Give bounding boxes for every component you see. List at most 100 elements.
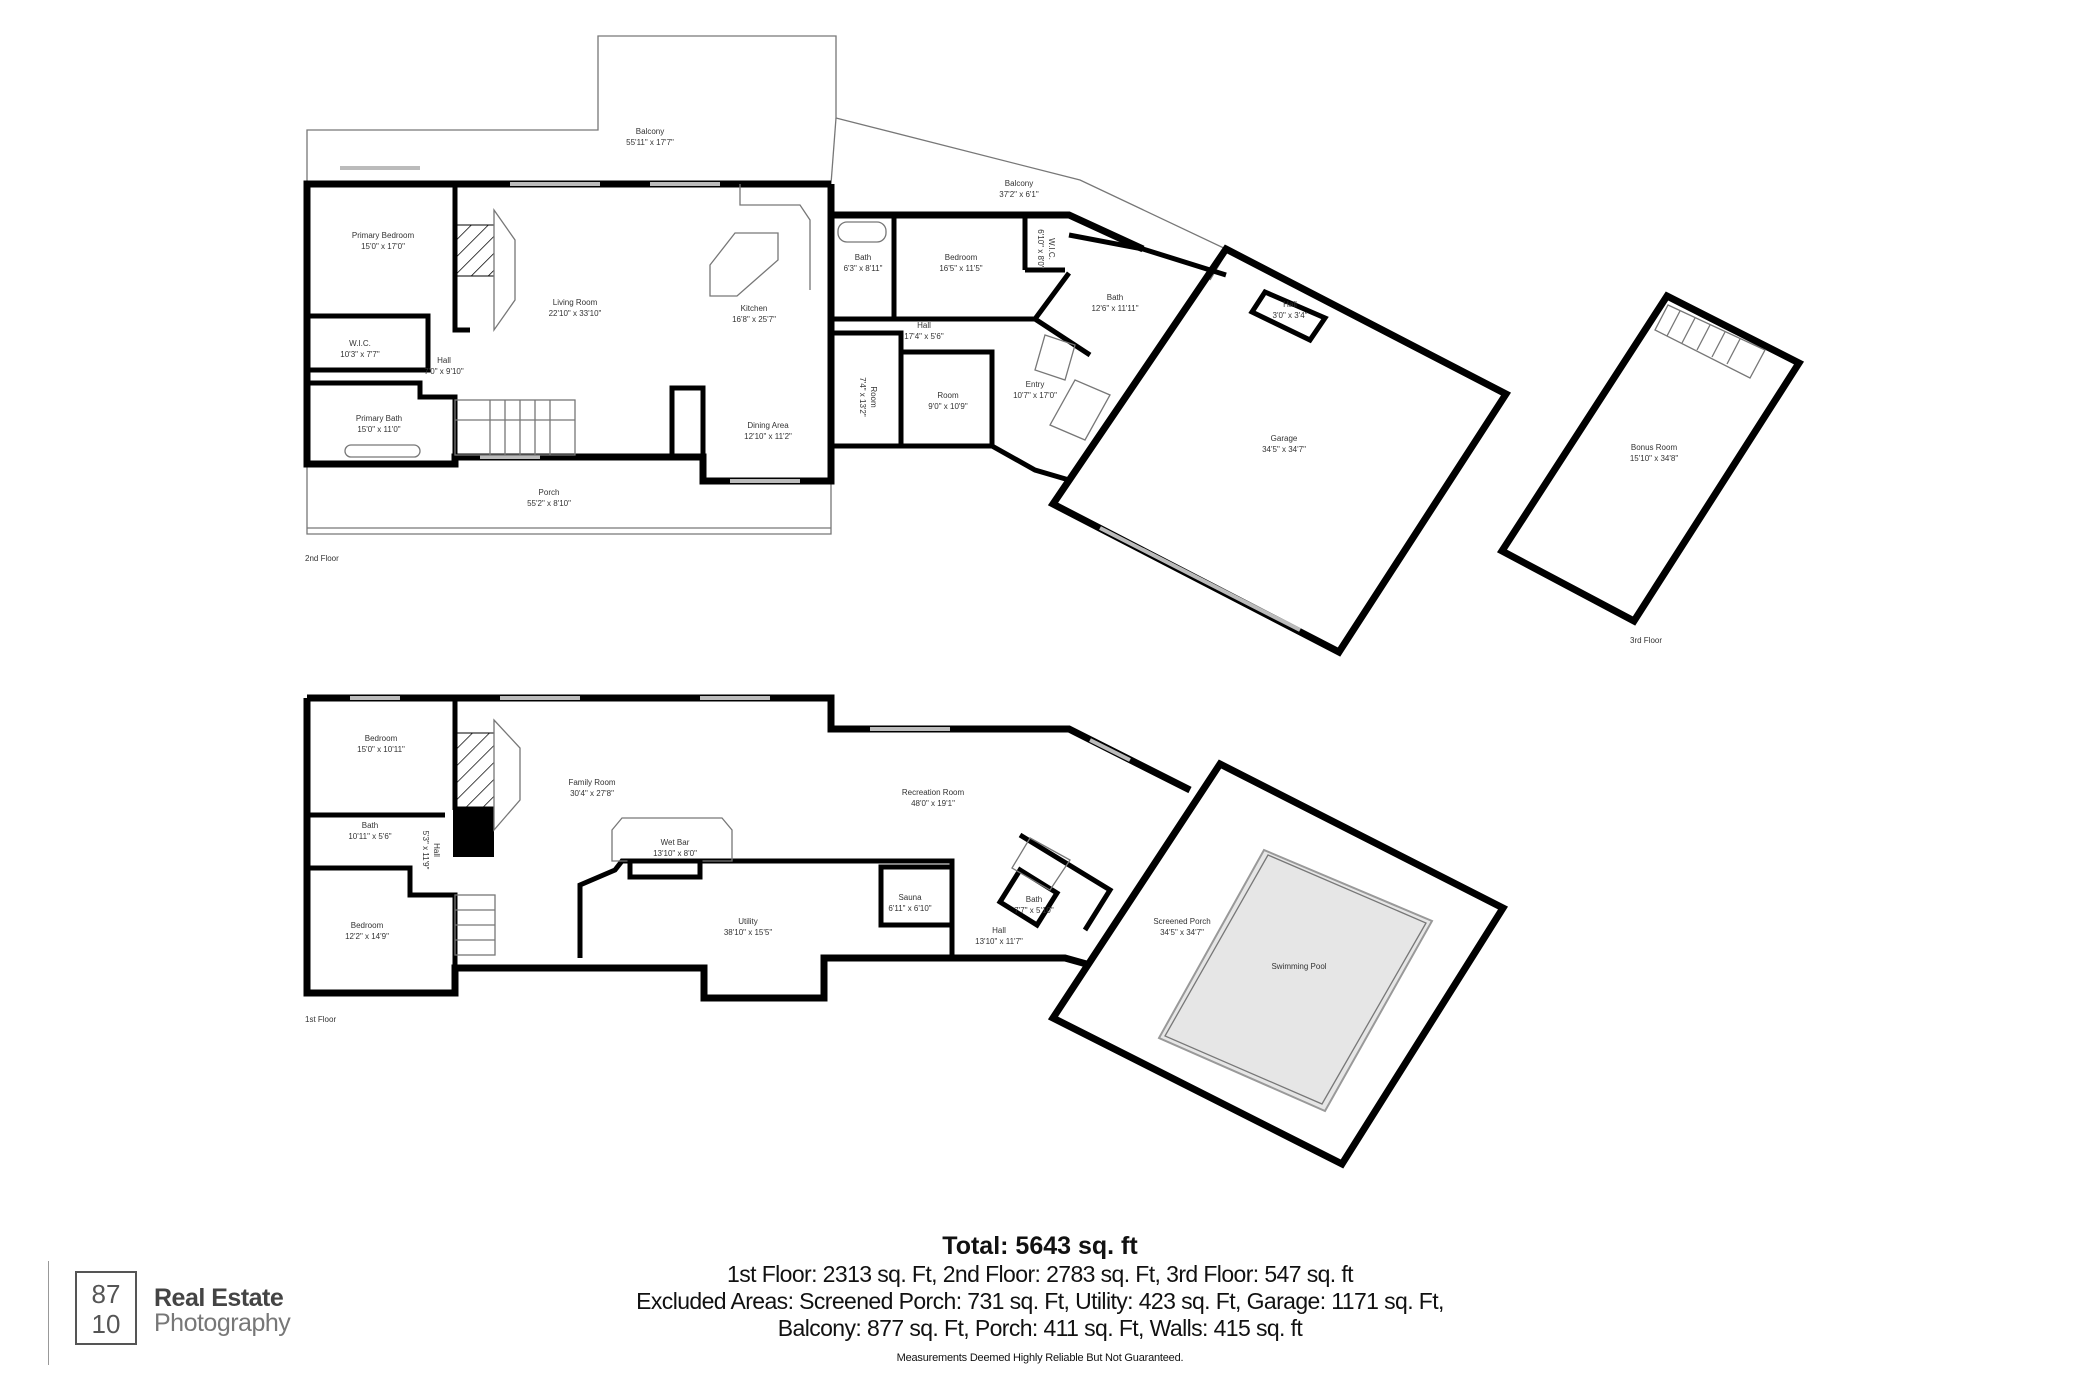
room-name: W.I.C. [349, 339, 371, 348]
floor-label-3rd: 3rd Floor [1630, 636, 1662, 645]
room-dimensions: 13'10" x 11'7" [975, 937, 1023, 946]
screened-porch-walls [1047, 759, 1509, 1169]
swimming-pool [1157, 848, 1434, 1113]
floor-label-2nd: 2nd Floor [305, 554, 339, 563]
room-name: Balcony [1005, 179, 1033, 188]
kitchen-island [709, 232, 779, 297]
room-name: Bath [1026, 895, 1042, 904]
room-dimensions: 17'4" x 5'6" [904, 332, 944, 341]
room-label: Swimming Pool [1271, 962, 1326, 971]
room-dimensions: 3'0" x 3'4" [1273, 311, 1308, 320]
room-dimensions: 10'11" x 5'6" [348, 832, 391, 841]
first-floor-plan [303, 694, 1509, 1169]
porch-outline [306, 464, 832, 535]
floor-areas: 1st Floor: 2313 sq. Ft, 2nd Floor: 2783 … [727, 1261, 1354, 1287]
balcony-outline [306, 35, 1229, 281]
second-floor-plan [303, 35, 1805, 657]
room-dimensions: 6'10" x 8'0" [1036, 229, 1045, 269]
wet-bar-counter [611, 817, 733, 862]
room-name: Family Room [568, 778, 615, 787]
room-dimensions: 7'7" x 5'10" [1014, 906, 1054, 915]
room-name: Bedroom [945, 253, 978, 262]
total-area: Total: 5643 sq. ft [942, 1232, 1138, 1260]
room-name: Sauna [898, 893, 922, 902]
room-name: Living Room [553, 298, 598, 307]
room-name: Porch [539, 488, 560, 497]
disclaimer: Measurements Deemed Highly Reliable But … [896, 1352, 1184, 1364]
room-name: Entry [1026, 380, 1045, 389]
room-name: Bath [1107, 293, 1123, 302]
room-dimensions: 15'0" x 10'11" [357, 745, 405, 754]
room-name: Screened Porch [1153, 917, 1210, 926]
room-name: Bedroom [365, 734, 398, 743]
room-dimensions: 15'10" x 34'8" [1630, 454, 1678, 463]
room-name: Recreation Room [902, 788, 965, 797]
logo-divider [48, 1261, 49, 1365]
brand-logo: 87 10 [75, 1271, 137, 1345]
stairs [454, 399, 576, 456]
garage-walls [1047, 244, 1512, 657]
room-label: Hall 3'0" x 3'4" [1273, 300, 1308, 320]
room-label: Bath 10'11" x 5'6" [348, 821, 391, 841]
room-dimensions: 7'4" x 13'2" [858, 377, 867, 417]
room-dimensions: 15'0" x 11'0" [357, 425, 400, 434]
room-name: Bath [362, 821, 378, 830]
room-name: Utility [738, 917, 758, 926]
room-dimensions: 10'3" x 7'7" [340, 350, 380, 359]
room-dimensions: 5'3" x 11'9" [421, 831, 430, 870]
room-label: Bedroom 15'0" x 10'11" [357, 734, 405, 754]
room-dimensions: 22'10" x 33'10" [549, 309, 602, 318]
room-name: Hall [992, 926, 1006, 935]
room-label: W.I.C. 10'3" x 7'7" [340, 339, 380, 359]
stairs [1034, 334, 1111, 441]
room-dimensions: 12'2" x 14'9" [345, 932, 389, 941]
hearth [453, 807, 494, 857]
bonus-room-walls [1496, 291, 1805, 626]
room-dimensions: 6'3" x 8'11" [844, 264, 883, 273]
stairs [454, 837, 1071, 956]
room-label: W.I.C.6'10" x 8'0" [1036, 229, 1056, 269]
stairs [1654, 304, 1766, 379]
logo-bottom-number: 10 [91, 1309, 121, 1339]
room-name: Hall [917, 321, 931, 330]
room-name: Wet Bar [661, 838, 690, 847]
room-dimensions: 12'10" x 11'2" [744, 432, 792, 441]
fireplace [452, 224, 495, 277]
brand-name-line2: Photography [154, 1309, 291, 1337]
room-name: W.I.C. [1047, 238, 1056, 260]
room-name: Room [869, 386, 878, 408]
room-dimensions: 34'5" x 34'7" [1262, 445, 1306, 454]
brand-name-line1: Real Estate [154, 1284, 284, 1312]
bathtub [344, 444, 421, 458]
room-name: Kitchen [741, 304, 768, 313]
room-dimensions: 12'6" x 11'11" [1091, 304, 1138, 313]
excluded-areas-continued: Balcony: 877 sq. Ft, Porch: 411 sq. Ft, … [777, 1315, 1303, 1341]
room-name: Hall [432, 843, 441, 857]
fireplace [452, 732, 495, 808]
room-dimensions: 10'7" x 17'0" [1013, 391, 1057, 400]
bathtub [837, 221, 887, 243]
room-name: Bedroom [351, 921, 384, 930]
room-label: Entry 10'7" x 17'0" [1013, 380, 1057, 400]
room-name: Hall [1283, 300, 1297, 309]
room-name: Hall [437, 356, 451, 365]
exterior-wall [307, 694, 1192, 794]
